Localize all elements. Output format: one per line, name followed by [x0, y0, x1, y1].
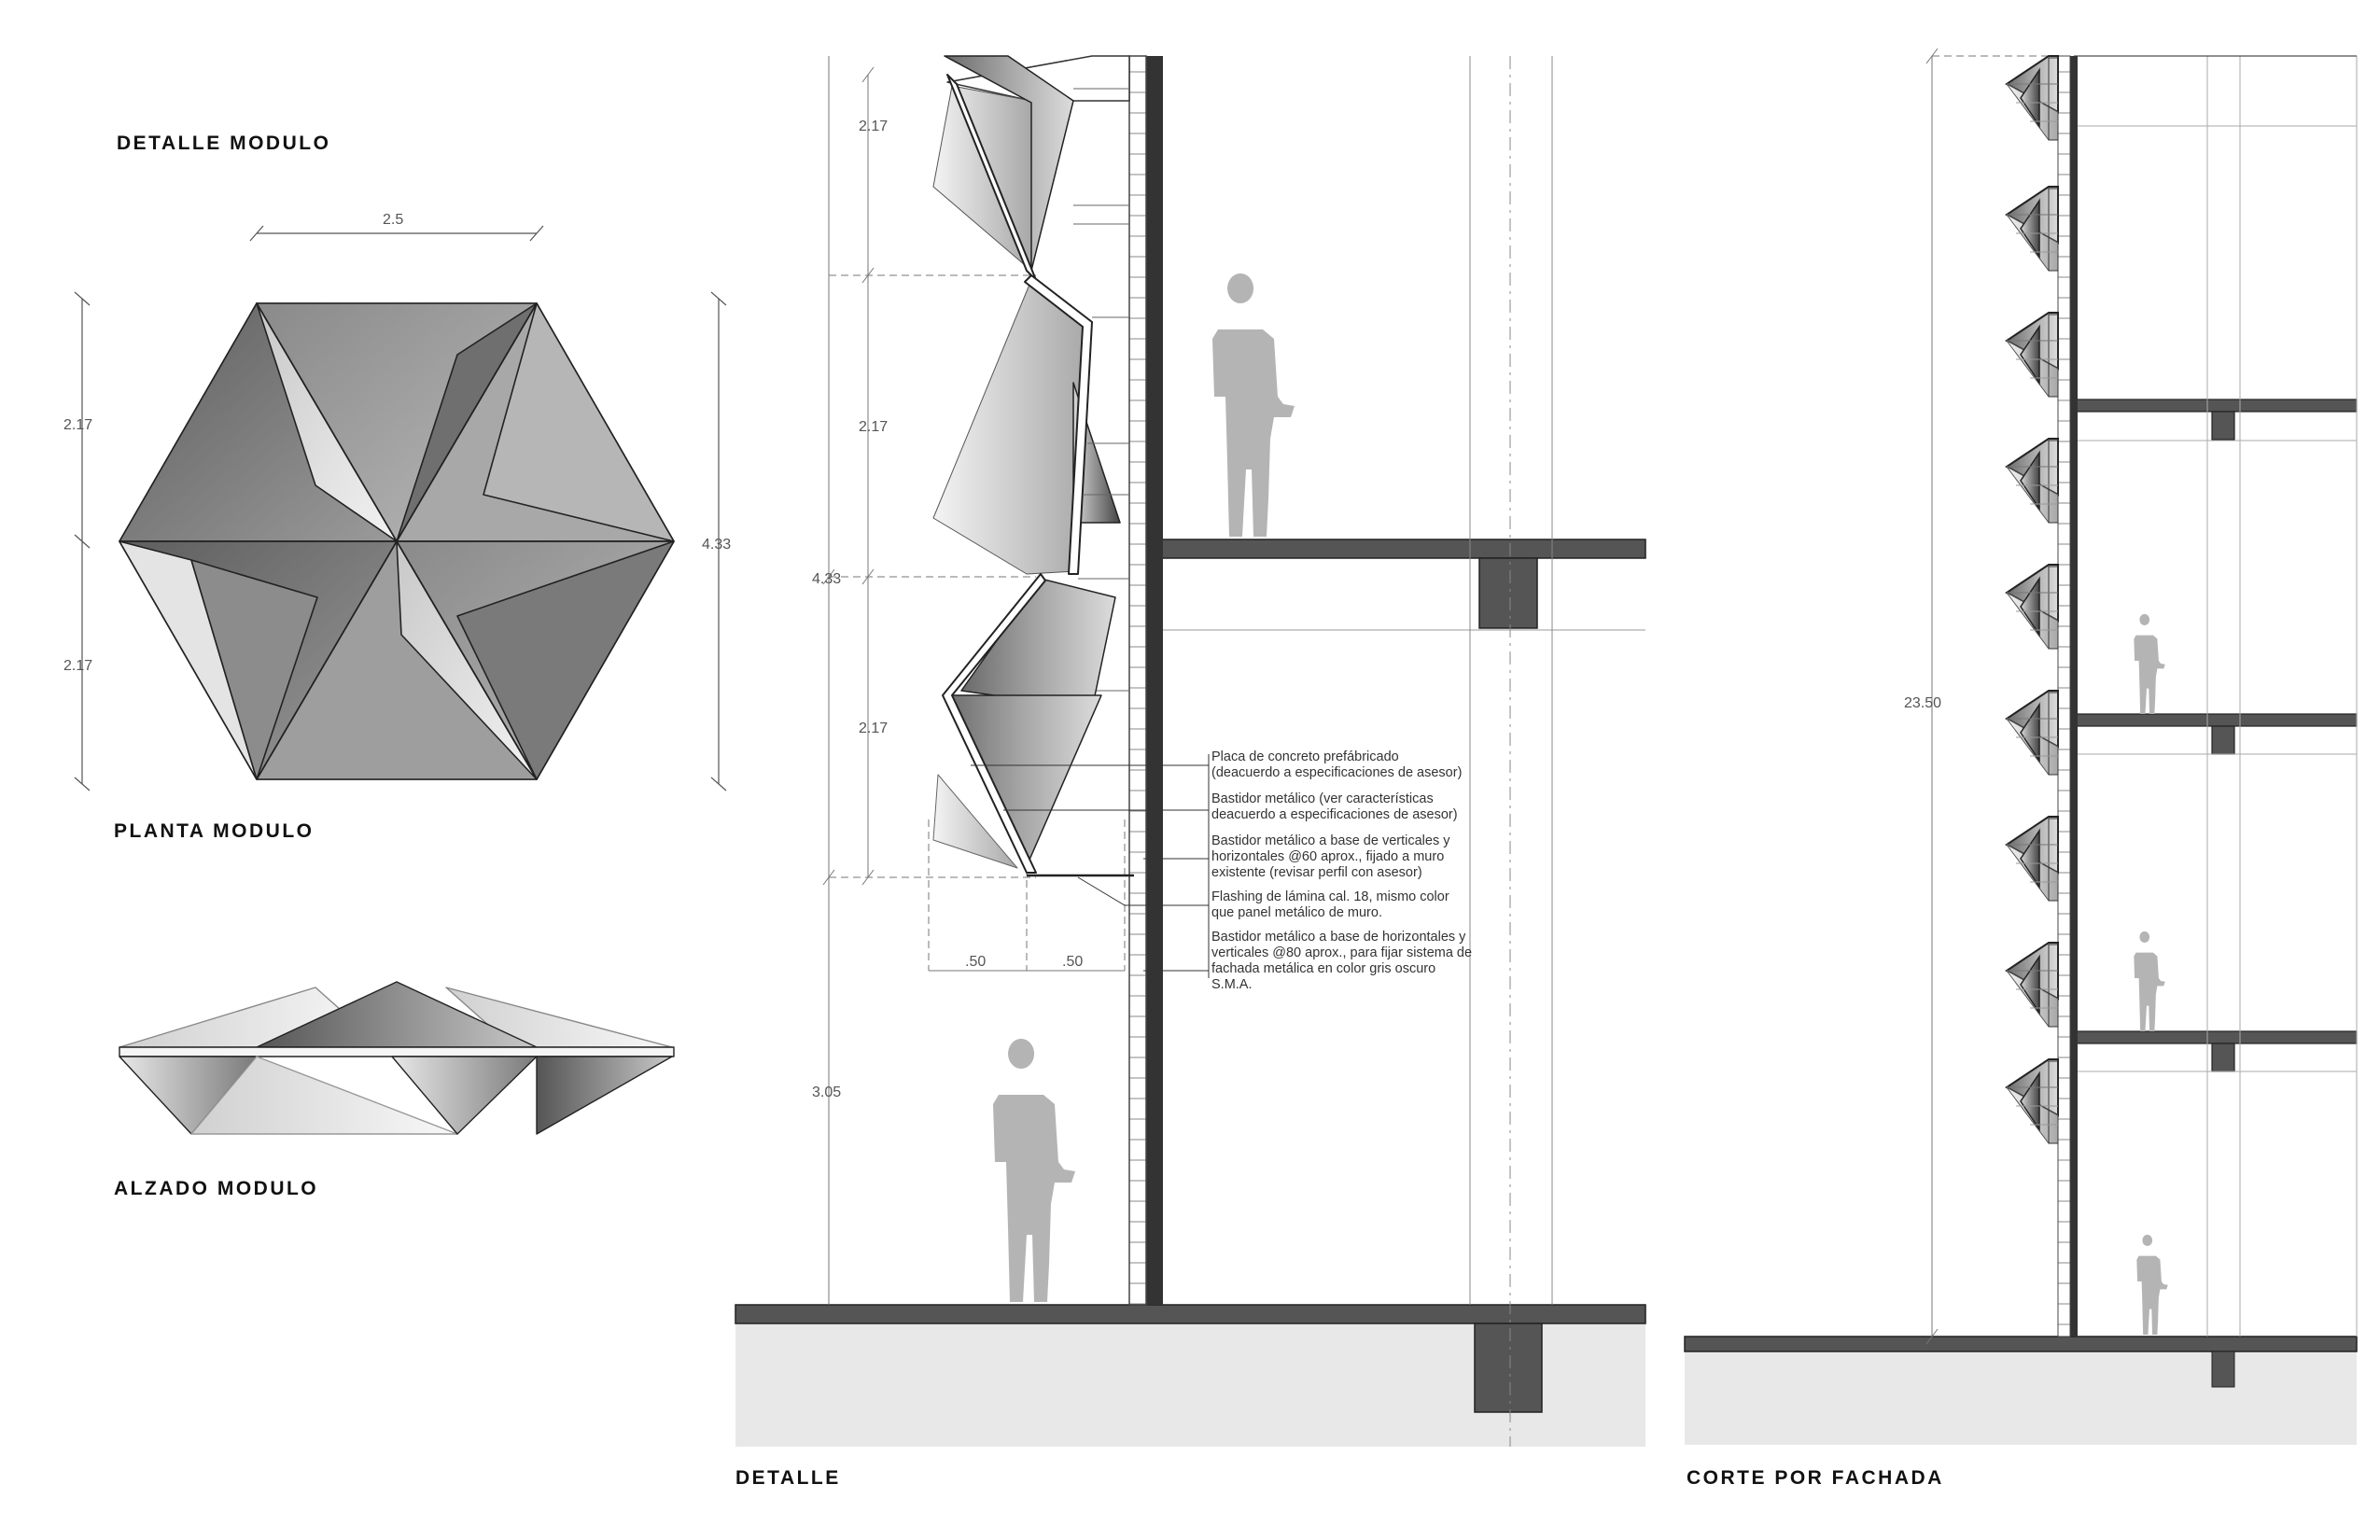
note-3-line-1: Bastidor metálico a base de verticales y — [1211, 833, 1450, 848]
detail-section-group: 2.17 2.17 2.17 4.33 3.05 .50 .50 — [735, 55, 1646, 1489]
section-height-label: 23.50 — [1904, 695, 1941, 711]
dim-module-width-label: 2.5 — [383, 212, 403, 228]
dim-module-height-label: 4.33 — [702, 537, 731, 553]
section-height-dim — [1925, 48, 2058, 1345]
detalle-modulo-title: DETALLE MODULO — [117, 133, 330, 154]
upper-beam — [1478, 557, 1538, 629]
detail-dim-floor: 3.05 — [812, 1085, 841, 1100]
note-5-line-3: fachada metálica en color gris oscuro — [1211, 961, 1435, 976]
note-1-line-1: Placa de concreto prefábricado — [1211, 749, 1399, 764]
note-2-line-2: deacuerdo a especificaciones de asesor) — [1211, 807, 1458, 822]
module-detail-group: DETALLE MODULO 2.5 2.17 2.17 4.33 — [63, 133, 731, 1199]
ground-beam — [1474, 1323, 1543, 1413]
dim-module-width: 2.5 — [249, 212, 544, 242]
note-5-line-4: S.M.A. — [1211, 977, 1253, 992]
person-silhouette-lower — [993, 1039, 1075, 1302]
detail-notes: Placa de concreto prefábricado (deacuerd… — [1211, 749, 1472, 992]
note-4-line-2: que panel metálico de muro. — [1211, 905, 1382, 920]
alzado-modulo-title: ALZADO MODULO — [114, 1178, 318, 1199]
corte-por-fachada-title: CORTE POR FACHADA — [1687, 1467, 1944, 1489]
note-leaders — [971, 754, 1210, 978]
metal-frame-wall — [1128, 55, 1147, 1306]
section-facade-modules — [2006, 55, 2059, 1144]
dim-module-left-bottom-label: 2.17 — [63, 658, 92, 674]
note-5-line-2: verticales @80 aprox., para fijar sistem… — [1211, 945, 1472, 960]
upper-slab — [1149, 539, 1646, 559]
dim-module-height: 4.33 — [702, 291, 731, 791]
ground-slab — [735, 1304, 1646, 1324]
dim-module-left: 2.17 2.17 — [63, 291, 92, 791]
note-3-line-3: existente (revisar perfil con asesor) — [1211, 865, 1422, 880]
module-elevation — [119, 981, 675, 1135]
section-floor-slabs — [2073, 399, 2358, 1072]
detail-dims — [822, 56, 1126, 1305]
detail-dim-total: 4.33 — [812, 571, 841, 587]
folded-facade-panels — [932, 55, 1134, 877]
module-plan-hexagon — [119, 302, 675, 780]
note-5-line-1: Bastidor metálico a base de horizontales… — [1211, 930, 1466, 945]
note-3-line-2: horizontales @60 aprox., fijado a muro — [1211, 849, 1444, 864]
note-2-line-1: Bastidor metálico (ver características — [1211, 791, 1434, 806]
detail-dim-depth-2: .50 — [1062, 954, 1083, 970]
person-silhouette-upper — [1212, 273, 1295, 537]
detalle-title: DETALLE — [735, 1467, 841, 1489]
note-4-line-1: Flashing de lámina cal. 18, mismo color — [1211, 889, 1449, 904]
detail-dim-mid: 2.17 — [859, 419, 888, 435]
planta-modulo-title: PLANTA MODULO — [114, 820, 314, 842]
detail-dim-depth-1: .50 — [965, 954, 986, 970]
note-1-line-2: (deacuerdo a especificaciones de asesor) — [1211, 765, 1462, 780]
facade-section-group: 23.50 CORTE POR FACHADA — [1684, 48, 2358, 1489]
dim-module-left-top-label: 2.17 — [63, 417, 92, 433]
existing-wall — [1146, 56, 1163, 1305]
detail-dim-top: 2.17 — [859, 119, 888, 134]
detail-dim-bottom: 2.17 — [859, 721, 888, 736]
